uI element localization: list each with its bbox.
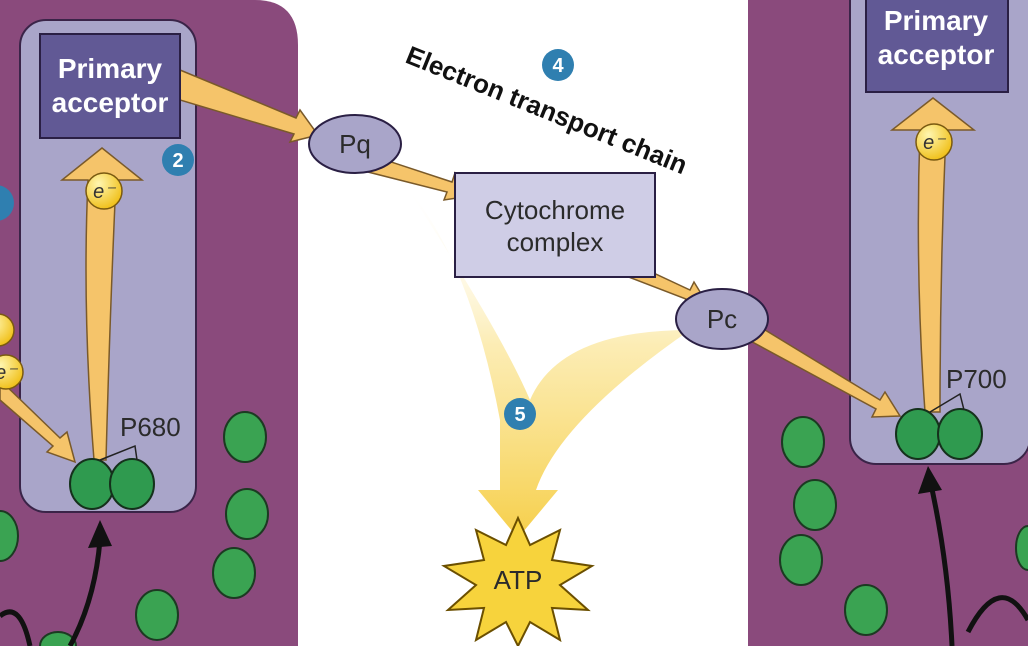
svg-text:2: 2 [172, 150, 183, 172]
step-badge-4: 4 [542, 49, 574, 81]
svg-text:4: 4 [552, 55, 564, 77]
stroma-molecules [0, 411, 1028, 646]
cytochrome-line1: Cytochrome [485, 195, 625, 225]
acceptor-left-line1: Primary [58, 53, 163, 84]
electron-label: e⁻ [923, 132, 946, 154]
plastoquinone-carrier [308, 114, 402, 174]
primary-acceptor-left [39, 33, 181, 139]
atp-label: ATP [494, 565, 543, 595]
acceptor-right-line2: acceptor [878, 39, 995, 70]
electron-label: e⁻ [93, 181, 116, 203]
primary-acceptor-right [865, 0, 1009, 93]
step-badge-2: 2 [162, 144, 194, 176]
light-excitation-arrows [0, 479, 1028, 646]
atp-energy-funnel [405, 185, 690, 538]
cytochrome-complex [454, 172, 656, 278]
p680-label: P680 [120, 412, 181, 442]
atp-star [441, 515, 595, 646]
p680-chlorophyll-pair [69, 458, 155, 510]
p700-pointer [929, 392, 965, 413]
step-badge-5: 5 [504, 398, 536, 430]
electron-badge-right: e⁻ [915, 123, 953, 161]
step-badge-partial [0, 185, 14, 221]
light-arrowheads [88, 466, 942, 548]
electron-label: e⁻ [0, 362, 18, 384]
electron-badge-edge-2: e⁻ [0, 354, 24, 390]
pq-label: Pq [339, 129, 371, 159]
p680-pointer [99, 444, 138, 461]
acceptor-left-line2: acceptor [52, 87, 169, 118]
electron-badge-edge-1 [0, 313, 15, 347]
p700-label: P700 [946, 364, 1007, 394]
p700-chlorophyll-pair [895, 408, 983, 460]
cytochrome-line2: complex [507, 227, 604, 257]
plastocyanin-carrier [675, 288, 769, 350]
electron-flow-arrows [0, 68, 977, 464]
pc-label: Pc [707, 304, 737, 334]
svg-text:5: 5 [514, 404, 525, 426]
electron-badge-left: e⁻ [85, 172, 123, 210]
acceptor-right-line1: Primary [884, 5, 989, 36]
